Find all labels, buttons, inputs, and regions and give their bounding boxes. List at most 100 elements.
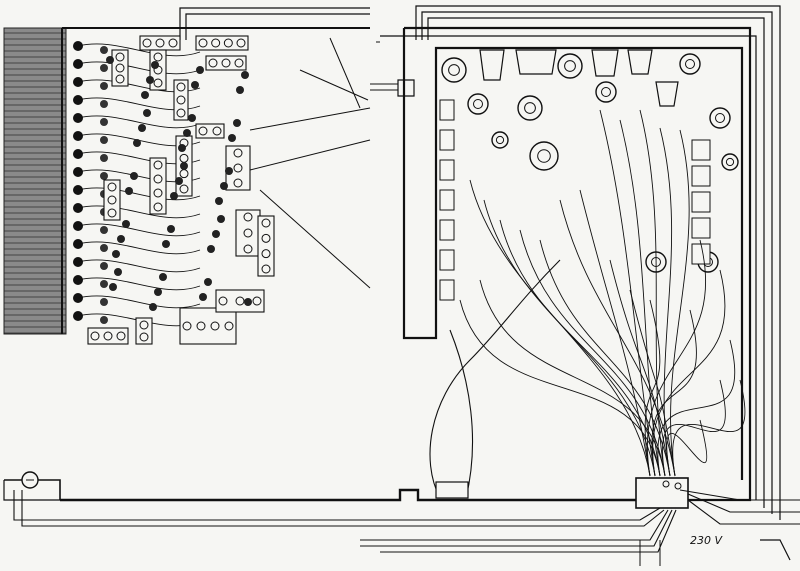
screw-icon (261, 264, 271, 274)
terminal-dot (100, 100, 108, 108)
terminal-dot (154, 288, 162, 296)
screw-icon (176, 108, 186, 118)
screw-terminal-block (111, 49, 129, 87)
terminal-dot (149, 303, 157, 311)
terminal-dot (122, 220, 130, 228)
terminal-dot (188, 114, 196, 122)
screw-icon (153, 160, 163, 170)
screw-icon (139, 320, 149, 330)
screw-terminal-block (139, 35, 181, 51)
base-rail (60, 488, 636, 502)
lamp-icon (439, 249, 455, 271)
terminal-dot (100, 136, 108, 144)
terminal-dot (100, 46, 108, 54)
terminal-dot (217, 215, 225, 223)
terminal-dot (170, 192, 178, 200)
screw-icon (115, 52, 125, 62)
screw-icon (115, 63, 125, 73)
screw-icon (233, 178, 243, 188)
harness-wire (652, 269, 726, 477)
screw-terminal-block (205, 55, 247, 71)
lamp-icon (439, 99, 455, 121)
terminal-dot (220, 182, 228, 190)
harness-wire (539, 239, 671, 477)
screw-icon (233, 148, 243, 158)
harness-wire (483, 199, 656, 477)
terminal-dot (112, 250, 120, 258)
screw-icon (139, 332, 149, 342)
harness-wire (479, 279, 666, 477)
horn-icon (591, 49, 619, 77)
terminal-dot (180, 162, 188, 170)
harness-wire (666, 419, 708, 477)
screw-icon (243, 244, 253, 254)
terminal-dot (244, 298, 252, 306)
horn-icon (691, 243, 711, 265)
screw-icon (176, 82, 186, 92)
screw-icon (212, 126, 222, 136)
screw-terminal-block (195, 35, 249, 51)
terminal-dot (207, 245, 215, 253)
speaker-icon (725, 157, 735, 167)
screw-icon (115, 74, 125, 84)
wire (77, 43, 201, 57)
speaker-icon (595, 81, 617, 103)
speaker-icon (679, 53, 701, 75)
terminal-dot (167, 225, 175, 233)
screw-icon (182, 321, 192, 331)
screw-icon (224, 321, 234, 331)
speaker-icon (537, 149, 551, 163)
terminal-dot (100, 172, 108, 180)
speaker-icon (721, 153, 739, 171)
screw-icon (107, 195, 117, 205)
screw-icon (103, 331, 113, 341)
terminal-dot (143, 109, 151, 117)
screw-icon (236, 38, 246, 48)
screw-icon (234, 58, 244, 68)
terminal-dot (114, 268, 122, 276)
speaker-icon (491, 131, 509, 149)
horn-icon (691, 191, 711, 213)
harness-wire (659, 127, 673, 477)
wire (77, 277, 201, 291)
harness-wire (672, 379, 746, 477)
lamp-icon (439, 159, 455, 181)
lamp-icon (439, 189, 455, 211)
harness-wire (469, 179, 651, 477)
horn-icon (479, 49, 505, 81)
wire (77, 241, 201, 255)
screw-icon (116, 331, 126, 341)
harness-wire (609, 259, 671, 477)
speaker-icon (517, 95, 543, 121)
screw-icon (153, 188, 163, 198)
screw-terminal-block (173, 79, 189, 121)
terminal-dot (204, 278, 212, 286)
speaker-icon (529, 141, 559, 171)
lamp-icon (439, 219, 455, 241)
screw-icon (153, 52, 163, 62)
terminal-dot (100, 316, 108, 324)
terminal-dot (73, 59, 83, 69)
terminal-dot (233, 119, 241, 127)
screw-terminal-block (257, 215, 275, 277)
terminal-dot (196, 66, 204, 74)
terminal-dot (106, 56, 114, 64)
screw-icon (198, 38, 208, 48)
harness-wire (651, 309, 697, 477)
terminal-dot (130, 172, 138, 180)
screw-icon (196, 321, 206, 331)
terminal-dot (241, 71, 249, 79)
screw-icon (142, 38, 152, 48)
horn-icon (655, 81, 679, 107)
left-board-outline (61, 27, 370, 334)
screw-terminal-block (149, 157, 167, 215)
screw-icon (261, 249, 271, 259)
terminal-dot (191, 81, 199, 89)
screw-icon (153, 174, 163, 184)
speaker-icon (564, 60, 576, 72)
speaker-icon (448, 64, 460, 76)
terminal-dot (100, 298, 108, 306)
wire (77, 187, 201, 201)
